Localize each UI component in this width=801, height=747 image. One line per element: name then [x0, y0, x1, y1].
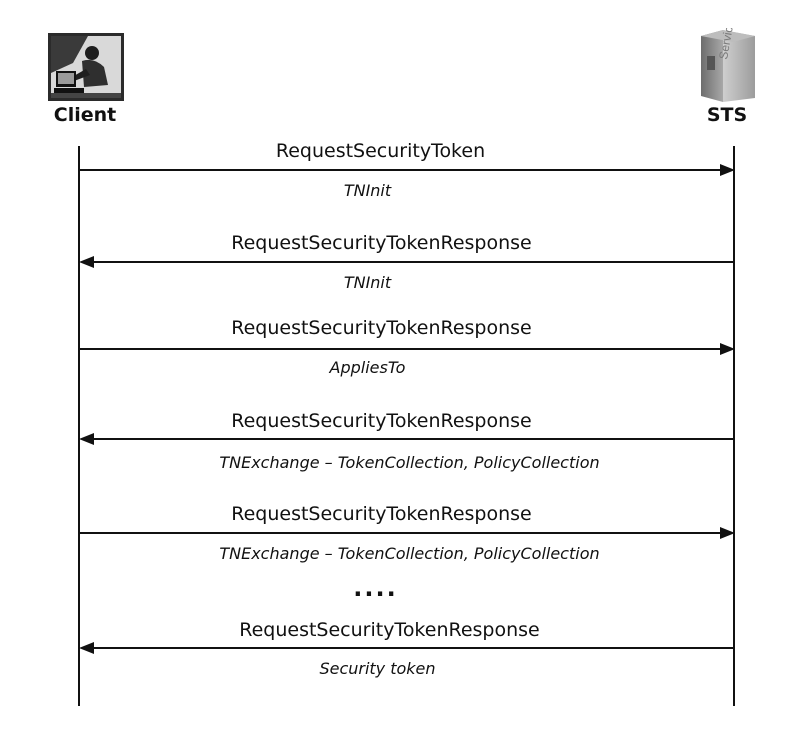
message-note-1: TNInit [343, 181, 392, 200]
message-label-2: RequestSecurityTokenResponse [231, 232, 532, 254]
client-label: Client [53, 104, 117, 126]
message-label-1: RequestSecurityToken [275, 140, 486, 162]
sts-lifeline [733, 146, 735, 706]
message-label-4: RequestSecurityTokenResponse [231, 410, 532, 432]
arrowhead-4 [79, 433, 94, 445]
message-note-6: Security token [319, 659, 436, 678]
server-icon: Service [697, 18, 759, 104]
arrowhead-3 [720, 343, 735, 355]
arrowhead-5 [720, 527, 735, 539]
message-note-3: AppliesTo [329, 358, 406, 377]
message-note-5: TNExchange – TokenCollection, PolicyColl… [219, 544, 600, 563]
server-icon-text: Service [716, 28, 737, 61]
message-label-5: RequestSecurityTokenResponse [231, 503, 532, 525]
client-icon [48, 33, 124, 101]
arrowhead-6 [79, 642, 94, 654]
client-lifeline [78, 146, 80, 706]
sts-label: STS [706, 104, 748, 126]
ellipsis: .... [353, 574, 398, 602]
message-label-3: RequestSecurityTokenResponse [231, 317, 532, 339]
arrowhead-1 [720, 164, 735, 176]
message-note-2: TNInit [343, 273, 392, 292]
message-note-4: TNExchange – TokenCollection, PolicyColl… [219, 453, 600, 472]
message-label-6: RequestSecurityTokenResponse [239, 619, 540, 641]
arrowhead-2 [79, 256, 94, 268]
